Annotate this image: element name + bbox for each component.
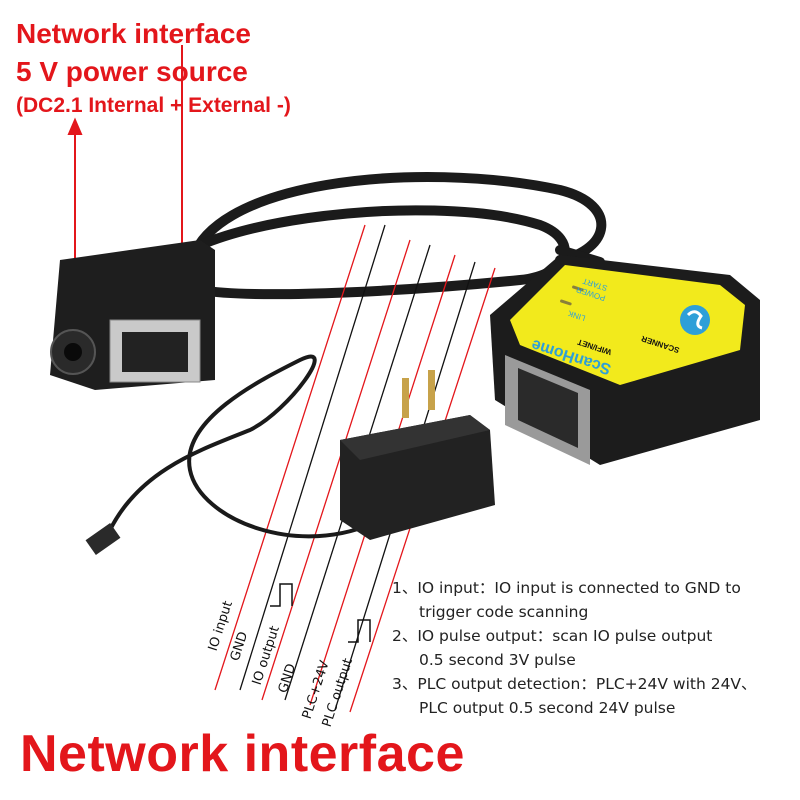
pulse-icon <box>348 619 371 643</box>
wiring-notes: 1、IO input：IO input is connected to GND … <box>392 576 757 720</box>
cable-loop <box>145 172 607 300</box>
header-dc-spec: (DC2.1 Internal + External -) <box>16 94 291 117</box>
scanner-device: START POWER LINK SCANNER WIFI/NET ScanHo… <box>490 255 760 465</box>
led-power <box>572 285 584 292</box>
power-adapter <box>340 370 495 540</box>
note-1-cont: trigger code scanning <box>419 603 589 621</box>
note-2: 2、IO pulse output：scan IO pulse output <box>392 627 713 645</box>
logo-icon <box>680 305 710 335</box>
pulse-icon <box>270 583 293 607</box>
header-network-interface: Network interface <box>16 18 251 49</box>
note-3: 3、PLC output detection：PLC+24V with 24V、 <box>392 675 757 693</box>
note-2-cont: 0.5 second 3V pulse <box>419 651 576 669</box>
note-1: 1、IO input：IO input is connected to GND … <box>392 579 741 597</box>
rj45-jack-housing <box>50 240 215 390</box>
footer-title: Network interface <box>20 725 465 783</box>
led-link <box>560 299 572 306</box>
note-3-cont: PLC output 0.5 second 24V pulse <box>419 699 676 717</box>
header-power-source: 5 V power source <box>16 56 248 87</box>
adapter-cable <box>108 354 381 539</box>
dc-plug <box>85 523 121 555</box>
